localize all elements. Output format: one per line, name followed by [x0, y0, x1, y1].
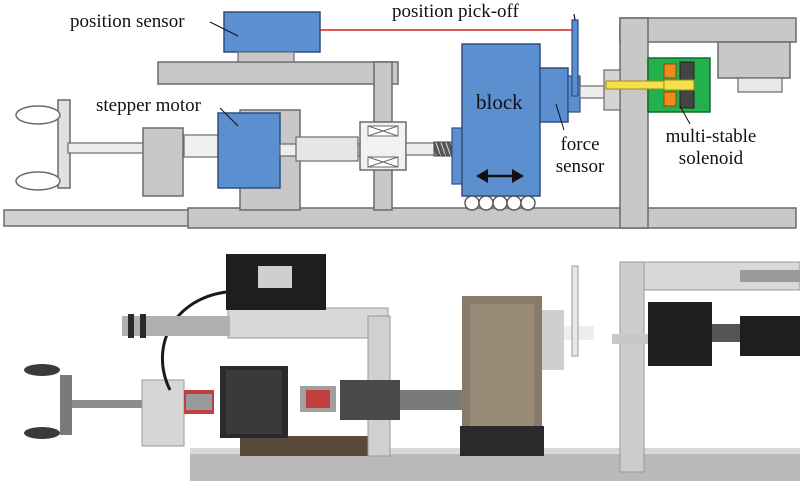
stepper-motor	[217, 112, 281, 189]
coupling-left	[183, 134, 219, 158]
label-force-sensor-line1: force	[560, 134, 600, 155]
right-bracket	[717, 41, 791, 79]
label-position-sensor: position sensor	[70, 11, 185, 32]
pickoff-leader	[573, 13, 576, 21]
photo-left-bracket	[141, 379, 185, 447]
shaft-right	[405, 142, 437, 156]
solenoid-plunger-core	[663, 79, 695, 91]
photo-top-frame	[227, 307, 389, 339]
leader-stepper-motor	[219, 107, 239, 127]
solenoid-plunger	[605, 80, 665, 90]
solenoid-magnet-bottom	[663, 91, 677, 107]
label-stepper-motor: stepper motor	[96, 95, 202, 116]
bearing-x4	[367, 156, 399, 168]
handle-knob-bottom	[15, 171, 61, 191]
position-sensor-mount	[237, 51, 295, 63]
solenoid-coil-top	[679, 61, 695, 81]
photo-right-frame	[619, 261, 645, 473]
coupling-mid	[295, 136, 359, 162]
schematic-diagram	[3, 11, 797, 229]
push-rod	[579, 85, 605, 99]
leader-position-sensor	[209, 21, 239, 37]
photo-handle	[60, 375, 72, 435]
apparatus-photo	[0, 240, 800, 481]
block-flange	[451, 127, 463, 185]
photo-handle-knob-top	[24, 364, 60, 376]
position-sensor	[223, 11, 321, 53]
solenoid-coil-bottom	[679, 89, 695, 109]
double-arrow-icon	[476, 169, 524, 183]
right-frame-top	[619, 17, 797, 43]
upper-frame-rail	[157, 61, 399, 85]
right-frame-post	[619, 17, 649, 229]
label-force-sensor: force sensor	[548, 134, 612, 178]
right-mount-plate	[603, 69, 621, 111]
label-block: block	[476, 90, 523, 114]
label-position-pickoff: position pick-off	[392, 1, 519, 22]
label-solenoid-line2: solenoid	[678, 147, 744, 169]
left-bracket	[142, 127, 184, 197]
bearing-x2	[367, 125, 399, 137]
force-sensor	[539, 67, 569, 123]
handle-knob-top	[15, 105, 61, 125]
photo-solenoid	[648, 302, 712, 366]
label-solenoid: multi-stable solenoid	[654, 126, 768, 170]
solenoid-magnet-top	[663, 63, 677, 79]
right-bracket-inner	[737, 77, 783, 93]
leader-force-sensor	[555, 103, 565, 131]
label-solenoid-line1: multi-stable	[665, 126, 757, 147]
label-force-sensor-line2: sensor	[555, 155, 605, 177]
base-plate-right	[187, 207, 797, 229]
photo-handle-knob-bottom	[24, 427, 60, 439]
block-body	[461, 43, 541, 197]
base-plate-left	[3, 209, 195, 227]
photo-motor-plate	[240, 436, 390, 456]
leader-solenoid	[679, 105, 691, 125]
roller-bearing	[464, 195, 536, 211]
position-pickoff	[571, 19, 579, 97]
